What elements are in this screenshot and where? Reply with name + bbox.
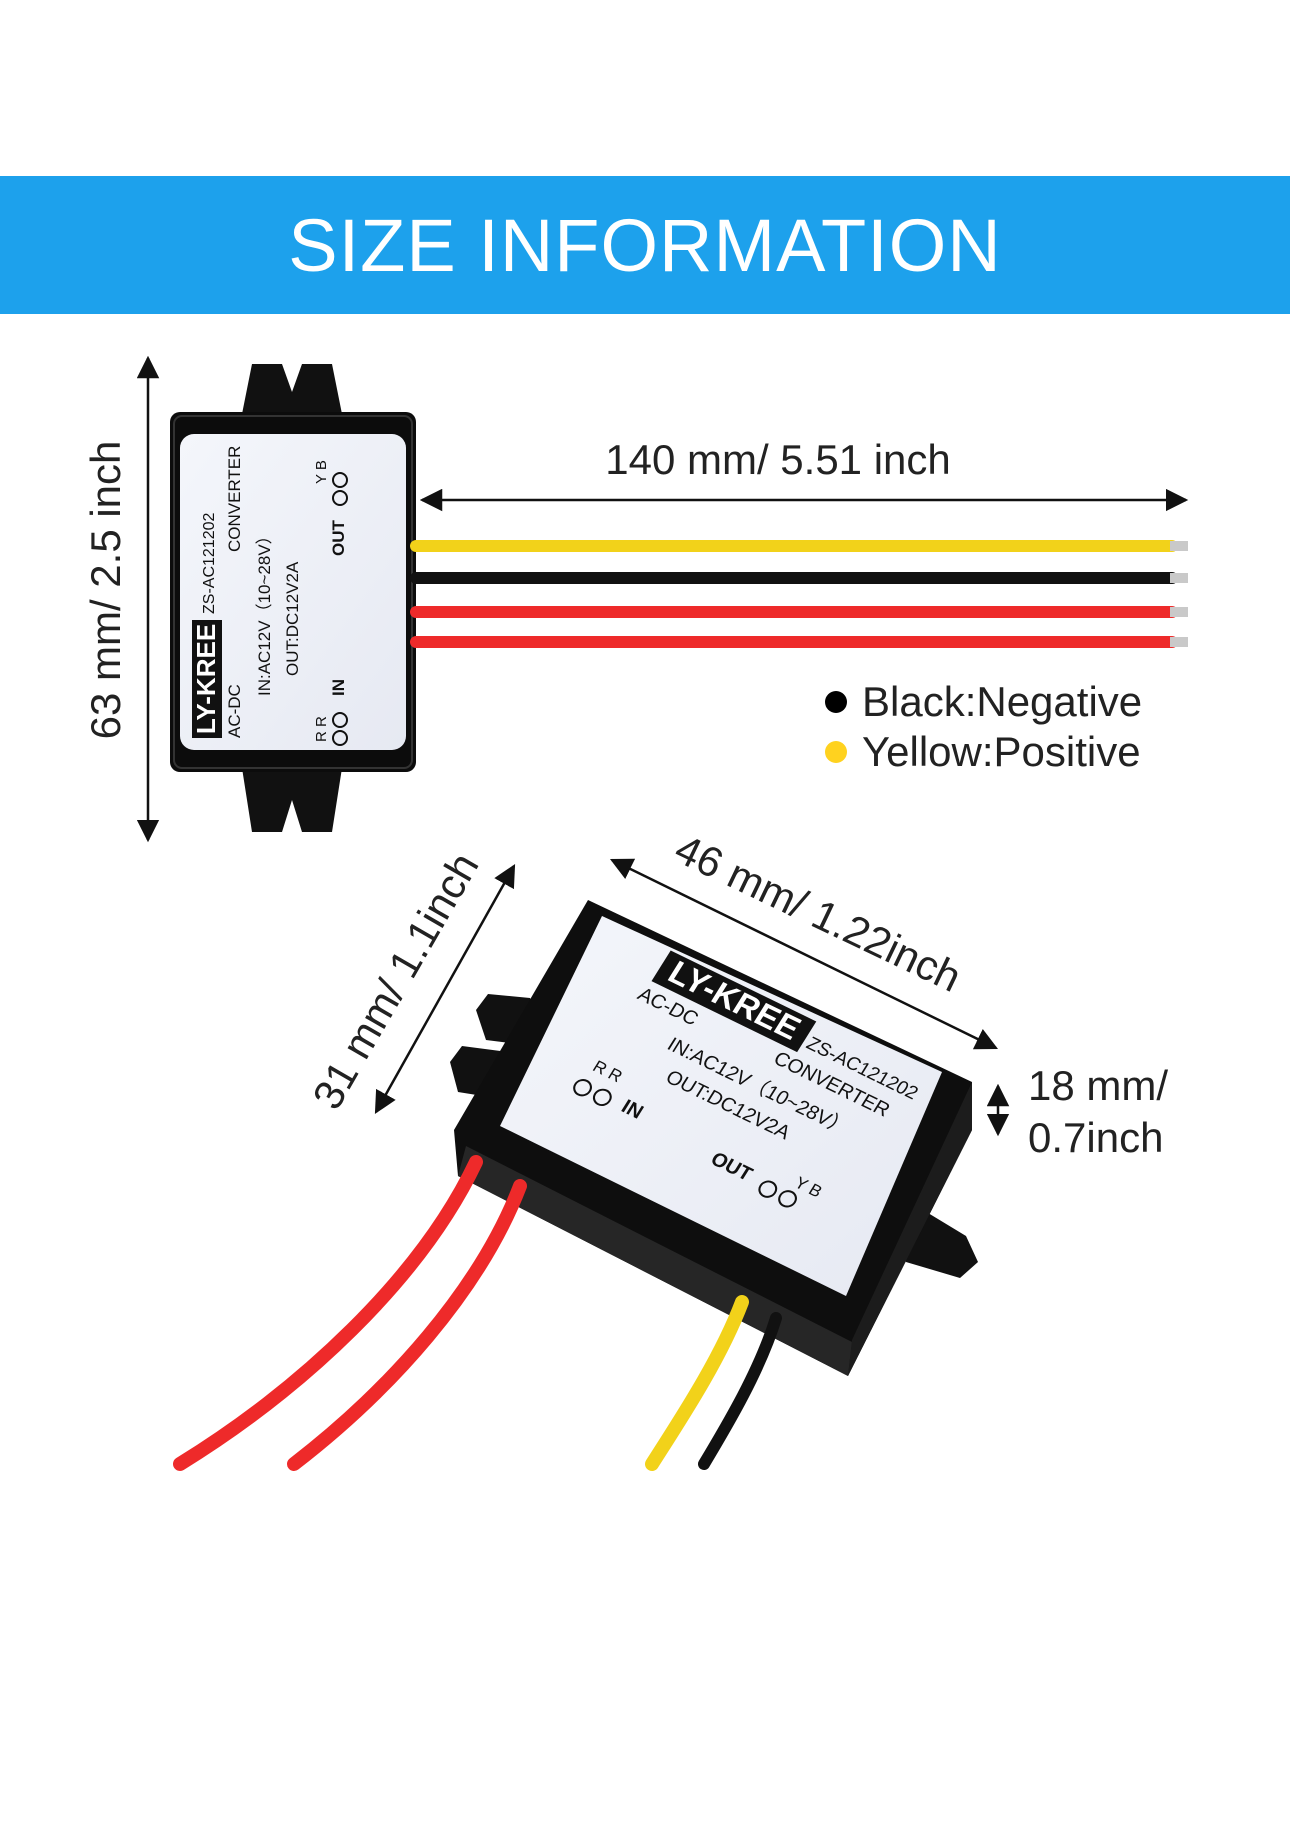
brand-text: LY-KREE (191, 624, 221, 734)
wire-tip (1170, 607, 1188, 617)
product-label-top (180, 434, 406, 750)
svg-text:IN: IN (329, 679, 348, 696)
svg-text:R R: R R (313, 716, 330, 742)
converter-perspective-view: LY-KREE ZS-AC121202 AC-DC CONVERTER IN:A… (173, 825, 1168, 1471)
wire-yellow (645, 1295, 749, 1471)
svg-text:ZS-AC121202: ZS-AC121202 (201, 513, 218, 614)
thickness-label-line2: 0.7inch (1028, 1114, 1163, 1161)
svg-text:Y B: Y B (313, 460, 330, 484)
wire-red (287, 1179, 527, 1471)
svg-text:CONVERTER: CONVERTER (225, 446, 244, 552)
converter-top-view: LY-KREE ZS-AC121202 AC-DC CONVERTER IN:A… (82, 355, 1189, 843)
svg-text:OUT: OUT (329, 520, 348, 557)
legend-yellow-label: Yellow:Positive (862, 728, 1141, 775)
width-arrow (374, 864, 516, 1114)
wire-length-label: 140 mm/ 5.51 inch (605, 436, 951, 483)
mounting-tab-top (242, 364, 342, 414)
wire-tip (1170, 637, 1188, 647)
svg-text:OUT:DC12V2A: OUT:DC12V2A (283, 561, 302, 676)
mounting-tab-bottom (242, 768, 342, 832)
wire-black (698, 1312, 782, 1470)
yellow-dot-icon (825, 741, 847, 763)
wire-tip (1170, 573, 1188, 583)
length-arrow (609, 858, 999, 1050)
wire-tip (1170, 541, 1188, 551)
title-banner: SIZE INFORMATION (0, 176, 1290, 314)
svg-text:AC-DC: AC-DC (225, 684, 244, 738)
thickness-label-line1: 18 mm/ (1028, 1062, 1168, 1109)
svg-text:IN:AC12V（10~28V）: IN:AC12V（10~28V） (255, 527, 274, 696)
black-dot-icon (825, 691, 847, 713)
page-title: SIZE INFORMATION (288, 203, 1002, 287)
legend-black-label: Black:Negative (862, 678, 1142, 725)
wire-red (173, 1155, 483, 1471)
height-label: 63 mm/ 2.5 inch (82, 441, 129, 740)
wire-legend: Black:Negative Yellow:Positive (825, 678, 1142, 775)
label-text-top: LY-KREE ZS-AC121202 AC-DC CONVERTER IN:A… (191, 446, 348, 746)
wires-top (410, 540, 1188, 648)
